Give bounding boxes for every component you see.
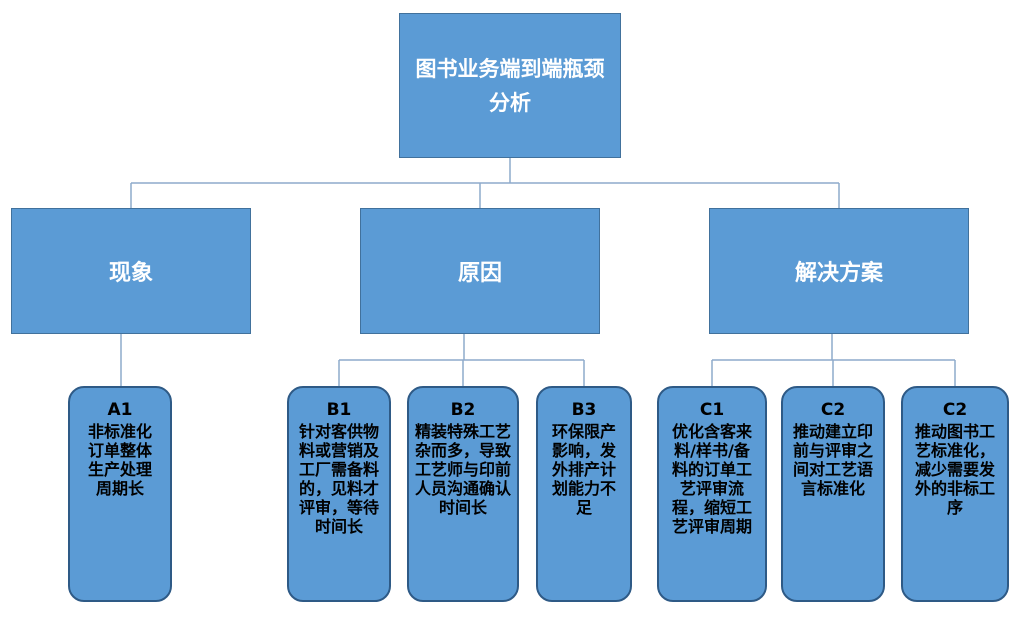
leaf-b2-text: 精装特殊工艺杂而多，导致工艺师与印前人员沟通确认时间长 [415, 422, 512, 517]
leaf-b3-text: 环保限产影响，发外排产计划能力不足 [551, 422, 616, 517]
category-solution-label: 解决方案 [794, 261, 883, 286]
leaf-a1-text: 非标准化订单整体生产处理周期长 [87, 422, 152, 498]
root-title: 图书业务端到端瓶颈分析 [415, 56, 605, 115]
leaf-c2-first-code: C2 [820, 400, 846, 420]
leaf-c2-second: C2 推动图书工艺标准化，减少需要发外的非标工序 [901, 386, 1009, 602]
leaf-b3-code: B3 [571, 400, 597, 420]
leaf-c1-text: 优化含客来料/样书/备料的订单工艺评审流程，缩短工艺评审周期 [671, 422, 752, 536]
leaf-b3: B3 环保限产影响，发外排产计划能力不足 [536, 386, 632, 602]
leaf-c2-second-text: 推动图书工艺标准化，减少需要发外的非标工序 [914, 422, 995, 517]
category-solution: 解决方案 [709, 208, 969, 334]
leaf-b2-code: B2 [450, 400, 476, 420]
leaf-a1: A1 非标准化订单整体生产处理周期长 [68, 386, 172, 602]
leaf-b1-code: B1 [326, 400, 352, 420]
leaf-c2-first: C2 推动建立印前与评审之间对工艺语言标准化 [781, 386, 885, 602]
leaf-a1-code: A1 [107, 400, 133, 420]
leaf-c1: C1 优化含客来料/样书/备料的订单工艺评审流程，缩短工艺评审周期 [657, 386, 767, 602]
category-cause-label: 原因 [457, 261, 502, 286]
leaf-b2: B2 精装特殊工艺杂而多，导致工艺师与印前人员沟通确认时间长 [407, 386, 519, 602]
category-phenomenon: 现象 [11, 208, 251, 334]
category-phenomenon-label: 现象 [108, 261, 153, 286]
root-node: 图书业务端到端瓶颈分析 [399, 13, 621, 158]
leaf-c2-second-code: C2 [942, 400, 968, 420]
category-cause: 原因 [360, 208, 600, 334]
leaf-c1-code: C1 [699, 400, 725, 420]
leaf-b1: B1 针对客供物料或营销及工厂需备料的，见料才评审，等待时间长 [287, 386, 391, 602]
leaf-b1-text: 针对客供物料或营销及工厂需备料的，见料才评审，等待时间长 [298, 422, 379, 536]
leaf-c2-first-text: 推动建立印前与评审之间对工艺语言标准化 [792, 422, 873, 498]
